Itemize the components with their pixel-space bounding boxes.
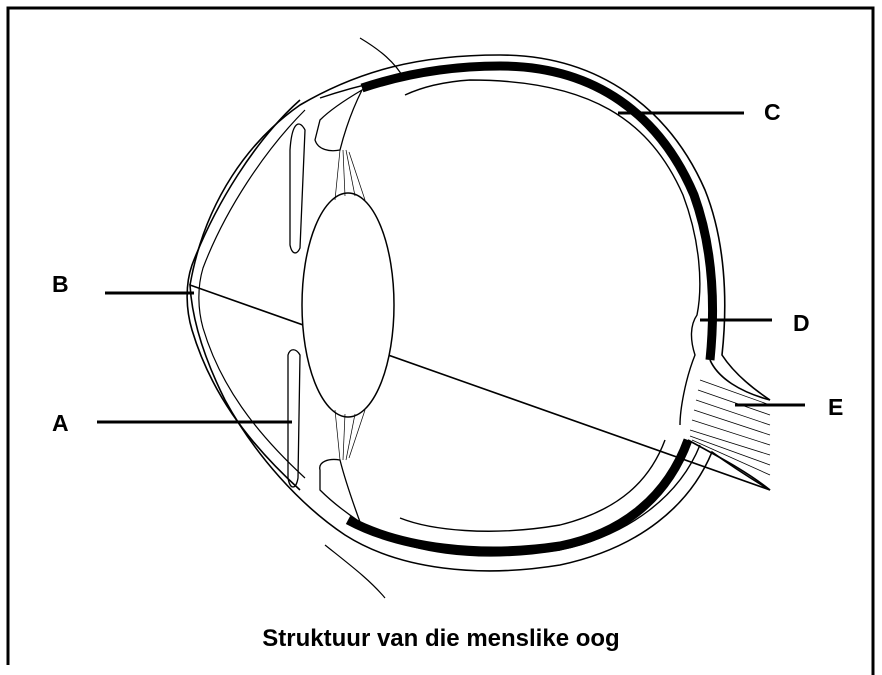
choroid-band <box>362 66 713 360</box>
optic-nerve-fibres <box>690 380 770 475</box>
iris-upper <box>290 124 305 253</box>
label-d: D <box>793 312 810 335</box>
label-a: A <box>52 412 69 435</box>
lens <box>302 193 394 417</box>
label-c: C <box>764 101 781 124</box>
label-b: B <box>52 273 69 296</box>
iris-lower <box>288 350 300 487</box>
lower-eyelid-line <box>325 545 385 598</box>
label-e: E <box>828 396 843 419</box>
diagram-border <box>8 8 873 675</box>
ciliary-body-lower <box>320 459 360 522</box>
ciliary-body-upper <box>315 90 362 151</box>
diagram-caption: Struktuur van die menslike oog <box>0 625 882 653</box>
choroid-band-lower <box>348 440 688 551</box>
retina-inner <box>400 80 700 531</box>
sclera-outer <box>190 55 770 571</box>
